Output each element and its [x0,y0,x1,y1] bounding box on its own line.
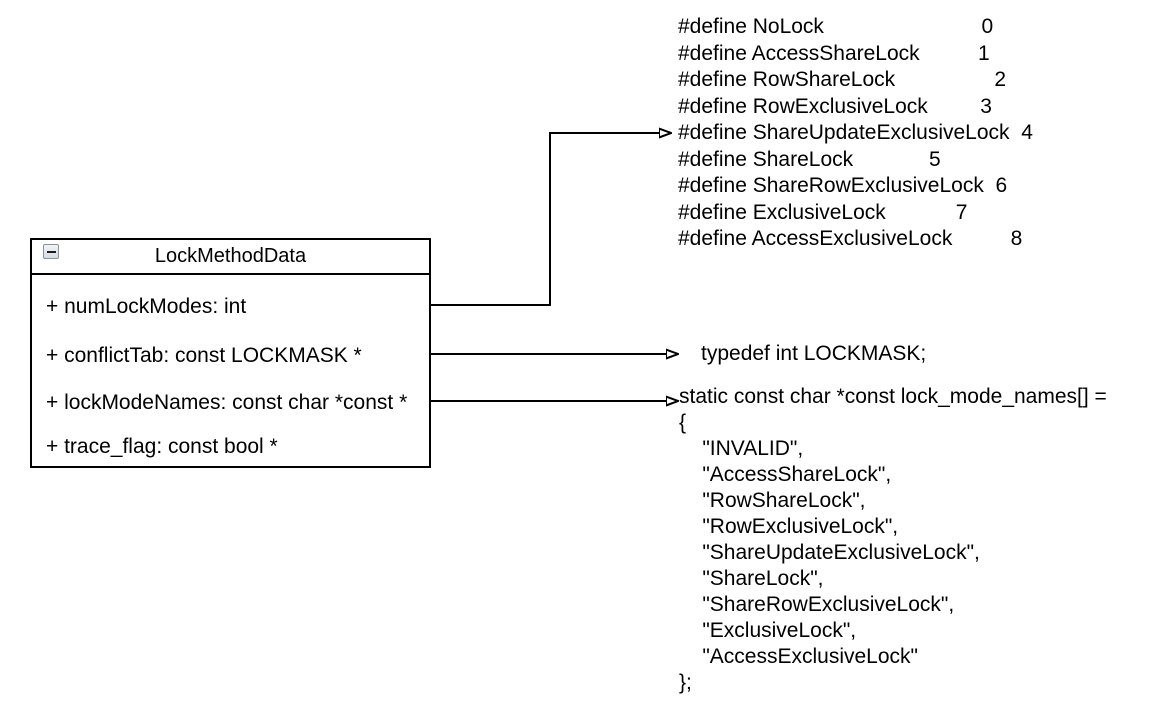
collapse-button[interactable] [43,244,59,259]
class-title: LockMethodData [154,245,307,267]
define-line-sharerowexclusivelock: #define ShareRowExclusiveLock 6 [678,174,1008,197]
class-title-bar: LockMethodData [32,240,429,275]
array-line-close-brace: }; [679,671,692,694]
define-line-nolock: #define NoLock 0 [678,15,994,38]
class-box-lockmethoddata[interactable]: LockMethodData + numLockModes: int + con… [30,238,431,468]
field-conflicttab[interactable]: + conflictTab: const LOCKMASK * [46,344,362,367]
array-line-declaration: static const char *const lock_mode_names… [679,385,1107,408]
array-line-open-brace: { [679,411,687,434]
typedef-line: typedef int LOCKMASK; [701,342,927,365]
field-trace-flag[interactable]: + trace_flag: const bool * [46,435,278,458]
array-line-rowexclusivelock: "RowExclusiveLock", [679,515,899,538]
define-line-accessexclusivelock: #define AccessExclusiveLock 8 [678,227,1023,250]
typedef-code-block[interactable]: typedef int LOCKMASK; [701,341,926,367]
define-line-rowexclusivelock: #define RowExclusiveLock 3 [678,94,992,118]
define-line-shareupdateexclusivelock: #define ShareUpdateExclusiveLock 4 [678,121,1033,144]
array-line-rowsharelock: "RowShareLock", [679,489,866,512]
define-line-accesssharelock: #define AccessShareLock 1 [678,41,990,65]
field-lockmodenames[interactable]: + lockModeNames: const char *const * [46,391,408,414]
array-line-accesssharelock: "AccessShareLock", [679,463,892,486]
minus-icon [46,250,56,253]
array-line-accessexclusivelock: "AccessExclusiveLock" [679,645,918,668]
array-line-sharelock: "ShareLock", [679,567,824,590]
define-line-sharelock: #define ShareLock 5 [678,147,941,171]
array-line-sharerowexclusivelock: "ShareRowExclusiveLock", [679,593,955,616]
lock-mode-names-code-block[interactable]: static const char *const lock_mode_names… [679,384,1107,696]
define-line-rowsharelock: #define RowShareLock 2 [678,68,1007,91]
connector-numlockmodes-to-defines[interactable] [431,133,660,306]
array-line-shareupdateexclusivelock: "ShareUpdateExclusiveLock", [679,541,980,564]
field-numlockmodes[interactable]: + numLockModes: int [46,295,247,318]
define-line-exclusivelock: #define ExclusiveLock 7 [678,200,968,224]
array-line-exclusivelock: "ExclusiveLock", [679,619,857,642]
defines-code-block[interactable]: #define NoLock 0 #define AccessShareLock… [678,14,1033,253]
array-line-invalid: "INVALID", [679,437,804,460]
